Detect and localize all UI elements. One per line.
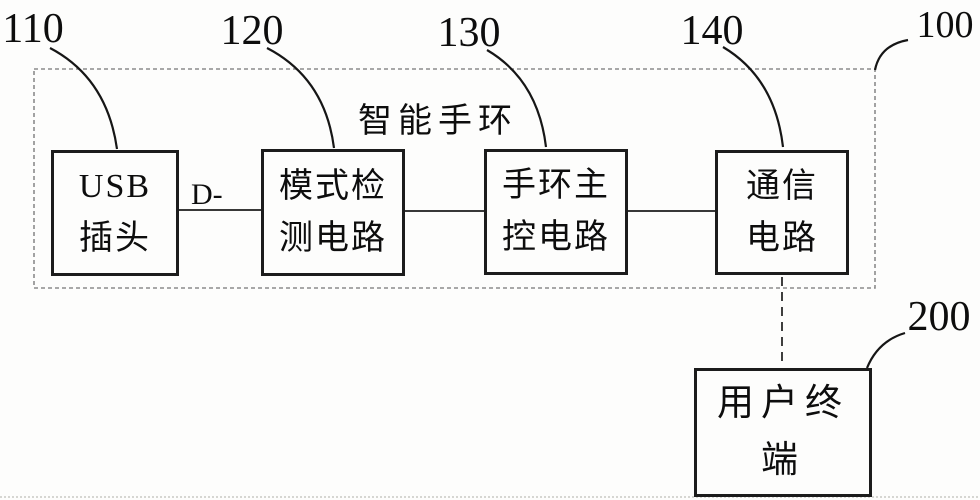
ref-number-120: 120 bbox=[220, 8, 284, 54]
block-mode-detect-circuit: 模式检 测电路 bbox=[261, 149, 405, 276]
block-bracelet-main-control-circuit: 手环主 控电路 bbox=[484, 149, 628, 275]
ref-number-200: 200 bbox=[907, 294, 971, 340]
block-user-terminal-line2: 端 bbox=[761, 439, 805, 481]
block-user-terminal: 用户终 端 bbox=[694, 368, 872, 497]
ref-number-130: 130 bbox=[437, 10, 501, 56]
leader-110 bbox=[49, 47, 119, 150]
enclosure-dashed-box bbox=[33, 68, 876, 289]
ref-number-110: 110 bbox=[2, 6, 64, 52]
block-usb-plug-line2: 插头 bbox=[79, 220, 151, 257]
leader-130 bbox=[486, 49, 548, 148]
block-comm-circuit-line1: 通信 bbox=[746, 167, 818, 205]
leader-200 bbox=[865, 331, 906, 369]
block-mode-detect-line1: 模式检 bbox=[279, 167, 387, 205]
wire-label-d-minus: D- bbox=[191, 178, 223, 211]
leader-120 bbox=[266, 47, 336, 149]
block-user-terminal-line1: 用户终 bbox=[717, 383, 849, 425]
ref-number-100: 100 bbox=[916, 4, 974, 46]
enclosure-title: 智能手环 bbox=[358, 103, 518, 140]
block-main-control-line1: 手环主 bbox=[502, 167, 610, 205]
leader-100 bbox=[873, 38, 909, 71]
block-comm-circuit-line2: 电路 bbox=[746, 219, 818, 257]
block-usb-plug: USB 插头 bbox=[51, 150, 179, 276]
block-main-control-line2: 控电路 bbox=[502, 219, 610, 256]
leader-140 bbox=[722, 46, 785, 148]
ref-number-140: 140 bbox=[680, 8, 744, 54]
block-communication-circuit: 通信 电路 bbox=[715, 150, 849, 275]
block-usb-plug-line1: USB bbox=[78, 168, 152, 206]
block-mode-detect-line2: 测电路 bbox=[279, 219, 387, 257]
